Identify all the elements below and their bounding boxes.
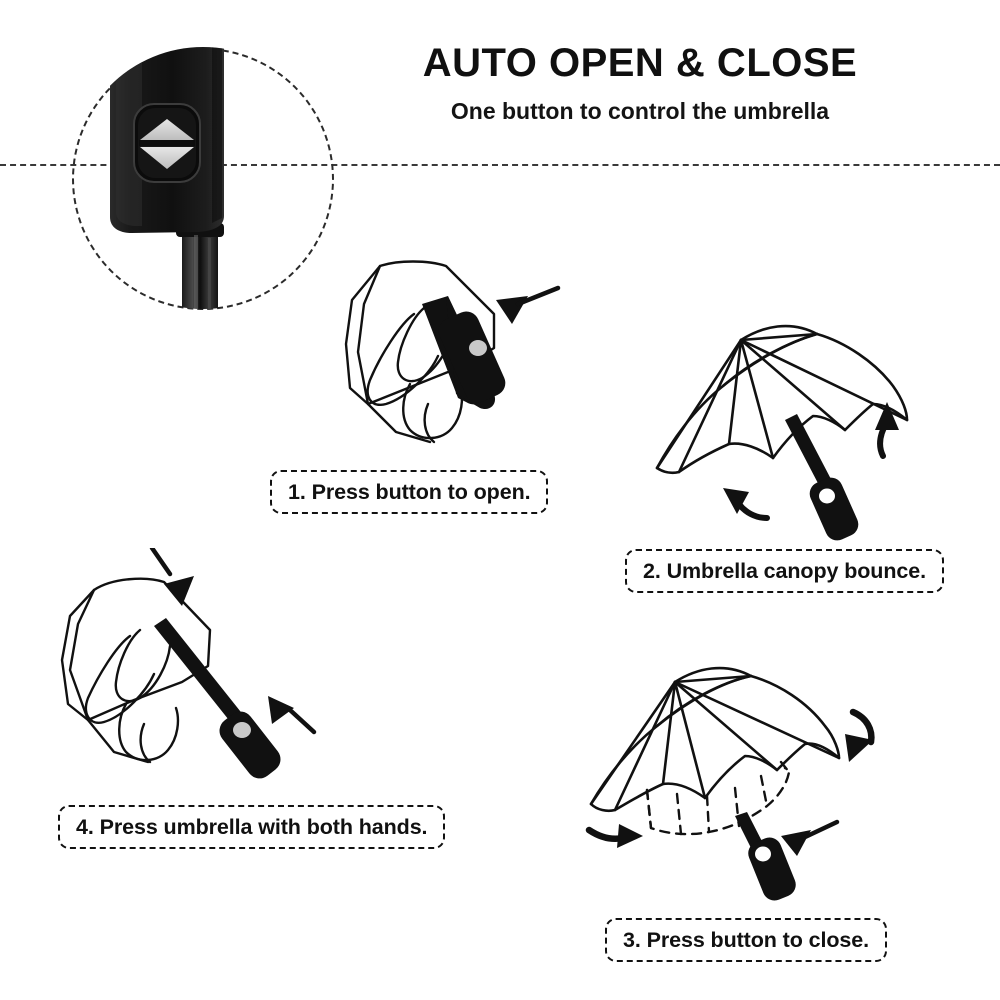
step-3-illustration: [585, 666, 875, 901]
umbrella-handle: [422, 296, 506, 410]
hero-circle-frame: [72, 48, 334, 310]
arrow-close-down-right: [845, 708, 875, 762]
page-title: AUTO OPEN & CLOSE: [422, 41, 858, 85]
umbrella-shaft-handle: [785, 414, 859, 541]
step-3-caption: 3. Press button to close.: [605, 918, 887, 962]
arrow-press-down-left: [496, 285, 561, 324]
header: AUTO OPEN & CLOSE One button to control …: [380, 42, 900, 125]
arrow-press-down: [149, 548, 194, 606]
arrow-bounce-up-left: [723, 488, 770, 521]
step-1-caption: 1. Press button to open.: [270, 470, 549, 514]
umbrella-shaft-handle: [154, 618, 281, 779]
step-2-illustration: [655, 324, 909, 541]
arrow-close-right: [585, 824, 643, 848]
arrow-press-button: [781, 819, 840, 856]
collapsing-canopy-dashed: [645, 760, 791, 836]
arrow-press-up: [268, 696, 317, 735]
step-2-caption: 2. Umbrella canopy bounce.: [625, 549, 944, 593]
arrow-bounce-up-right: [875, 402, 899, 459]
section-divider: [0, 164, 1000, 166]
umbrella-shaft-handle: [735, 812, 796, 901]
step-1-illustration: [344, 260, 561, 444]
step-4-caption: 4. Press umbrella with both hands.: [58, 805, 446, 849]
step-4-illustration: [60, 548, 317, 779]
page-subtitle: One button to control the umbrella: [450, 98, 830, 124]
